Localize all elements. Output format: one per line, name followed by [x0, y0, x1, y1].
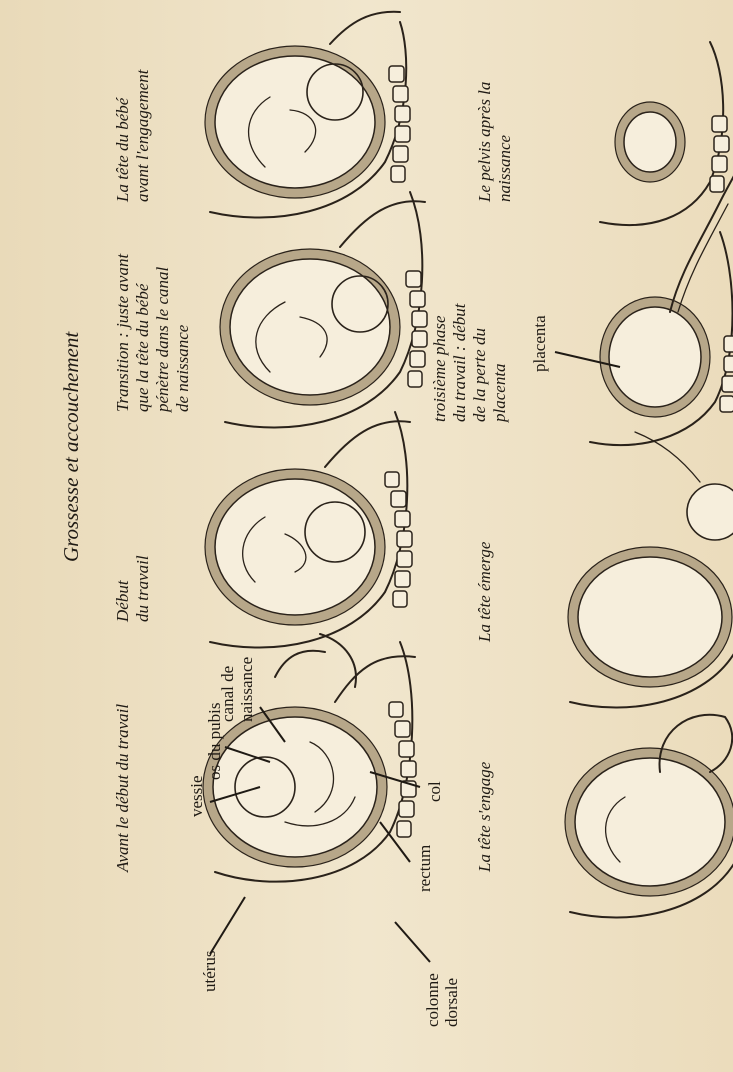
label-rectum: rectum: [415, 845, 434, 892]
label-uterus: utérus: [200, 950, 219, 992]
label-canal-line2: naissance: [237, 657, 256, 722]
diagram-transition: [220, 192, 427, 428]
diagram-pelvis-apres: [600, 42, 729, 225]
caption-avant-engagement-line1: La tête du bébé: [113, 96, 132, 203]
caption-avant-travail: Avant le début du travail: [113, 704, 132, 873]
label-placenta: placenta: [530, 315, 549, 372]
label-colonne-line1: colonne: [423, 973, 442, 1027]
caption-avant-engagement-line2: avant l'engagement: [133, 68, 152, 202]
caption-transition-line1: Transition : juste avant: [113, 253, 132, 412]
caption-tete-engage: La tête s'engage: [475, 761, 494, 873]
caption-debut-line2: du travail: [133, 555, 152, 622]
caption-troisieme-line3: de la perte du: [470, 328, 489, 422]
caption-troisieme-line2: du travail : début: [450, 302, 469, 422]
arrow-colonne: [395, 922, 430, 962]
label-col: col: [425, 781, 444, 802]
caption-pelvis-line1: Le pelvis après la: [475, 82, 494, 203]
diagram-tete-engage: [565, 682, 733, 918]
caption-troisieme-line4: placenta: [490, 363, 509, 423]
diagram-troisieme-phase: [590, 152, 733, 445]
caption-transition-line2: que la tête du bébé: [133, 282, 152, 412]
plate-title: Grossesse et accouchement: [59, 331, 83, 562]
caption-debut-line1: Début: [113, 579, 132, 623]
label-colonne-line2: dorsale: [442, 978, 461, 1027]
diagram-tete-emerge: [568, 412, 733, 708]
caption-tete-emerge: La tête émerge: [475, 541, 494, 643]
label-canal-line1: canal de: [218, 666, 237, 722]
caption-transition-line4: de naissance: [173, 324, 192, 412]
caption-pelvis-line2: naissance: [495, 135, 514, 203]
caption-troisieme-line1: troisième phase: [430, 315, 449, 422]
diagram-avant-engagement: [205, 12, 410, 218]
diagram-debut-travail: [205, 412, 412, 648]
caption-transition-line3: pénètre dans le canal: [153, 266, 172, 413]
label-vessie: vessie: [187, 775, 206, 817]
arrow-uterus: [210, 897, 245, 954]
